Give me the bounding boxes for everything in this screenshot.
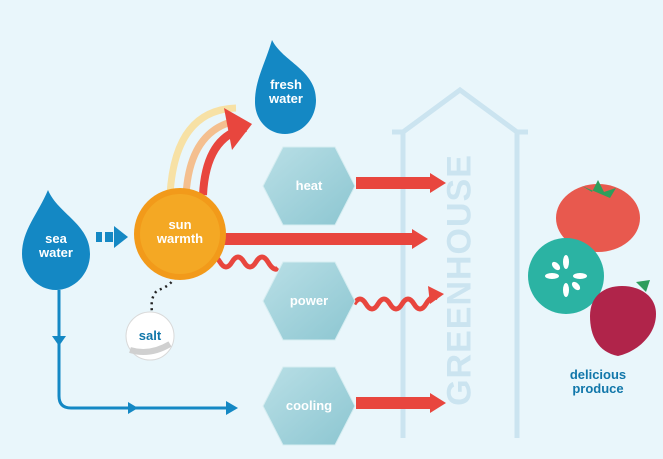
sea-water-label: sea water (30, 232, 82, 259)
evaporation-arc-pale (166, 104, 237, 196)
power-hexagon (262, 261, 356, 341)
heat-hexagon (262, 146, 356, 226)
produce-label-text: delicious produce (569, 367, 627, 396)
produce-label: delicious produce (558, 368, 638, 395)
sea-to-sun-arrow (96, 226, 128, 248)
sun-warmth-label: sun warmth (140, 218, 220, 245)
fresh-water-drop (255, 40, 316, 134)
evaporation-arrowhead (224, 108, 252, 150)
cucumber-shape (528, 238, 604, 314)
cooling-label: cooling (269, 399, 349, 413)
cooling-hexagon (262, 366, 356, 446)
salt-line (150, 271, 180, 313)
strawberry-shape (590, 286, 656, 356)
cooling-arrow (356, 393, 446, 413)
power-label: power (269, 294, 349, 308)
sun-to-power-wave (205, 254, 280, 272)
heat-label: heat (269, 179, 349, 193)
power-label-text: power (289, 293, 329, 308)
sun-warmth-label-text: sun warmth (156, 217, 204, 246)
salt-texture (129, 341, 172, 355)
pipe-down-arrow (52, 336, 66, 346)
heat-label-text: heat (295, 178, 323, 193)
pipe-mid-arrow (128, 402, 138, 414)
pipe-end-arrow (226, 401, 238, 415)
cucumber-seeds (545, 255, 587, 297)
salt-label: salt (130, 329, 170, 343)
salt-label-text: salt (138, 328, 162, 343)
fresh-water-label: fresh water (258, 78, 314, 105)
water-pipes (57, 290, 232, 410)
cooling-label-text: cooling (285, 398, 333, 413)
tomato-stem (582, 180, 616, 198)
power-to-greenhouse-wave (351, 294, 440, 312)
sea-water-label-text: sea water (39, 231, 73, 260)
strawberry-leaves (636, 280, 650, 292)
greenhouse-label: GREENHOUSE (440, 154, 479, 406)
sea-water-drop (22, 190, 90, 290)
power-arrowhead (428, 286, 444, 304)
sun-shape (134, 188, 226, 280)
sun-to-greenhouse-arrow (222, 229, 428, 249)
heat-arrow (356, 173, 446, 193)
fresh-water-label-text: fresh water (269, 77, 303, 106)
tomato-shape (556, 184, 640, 252)
